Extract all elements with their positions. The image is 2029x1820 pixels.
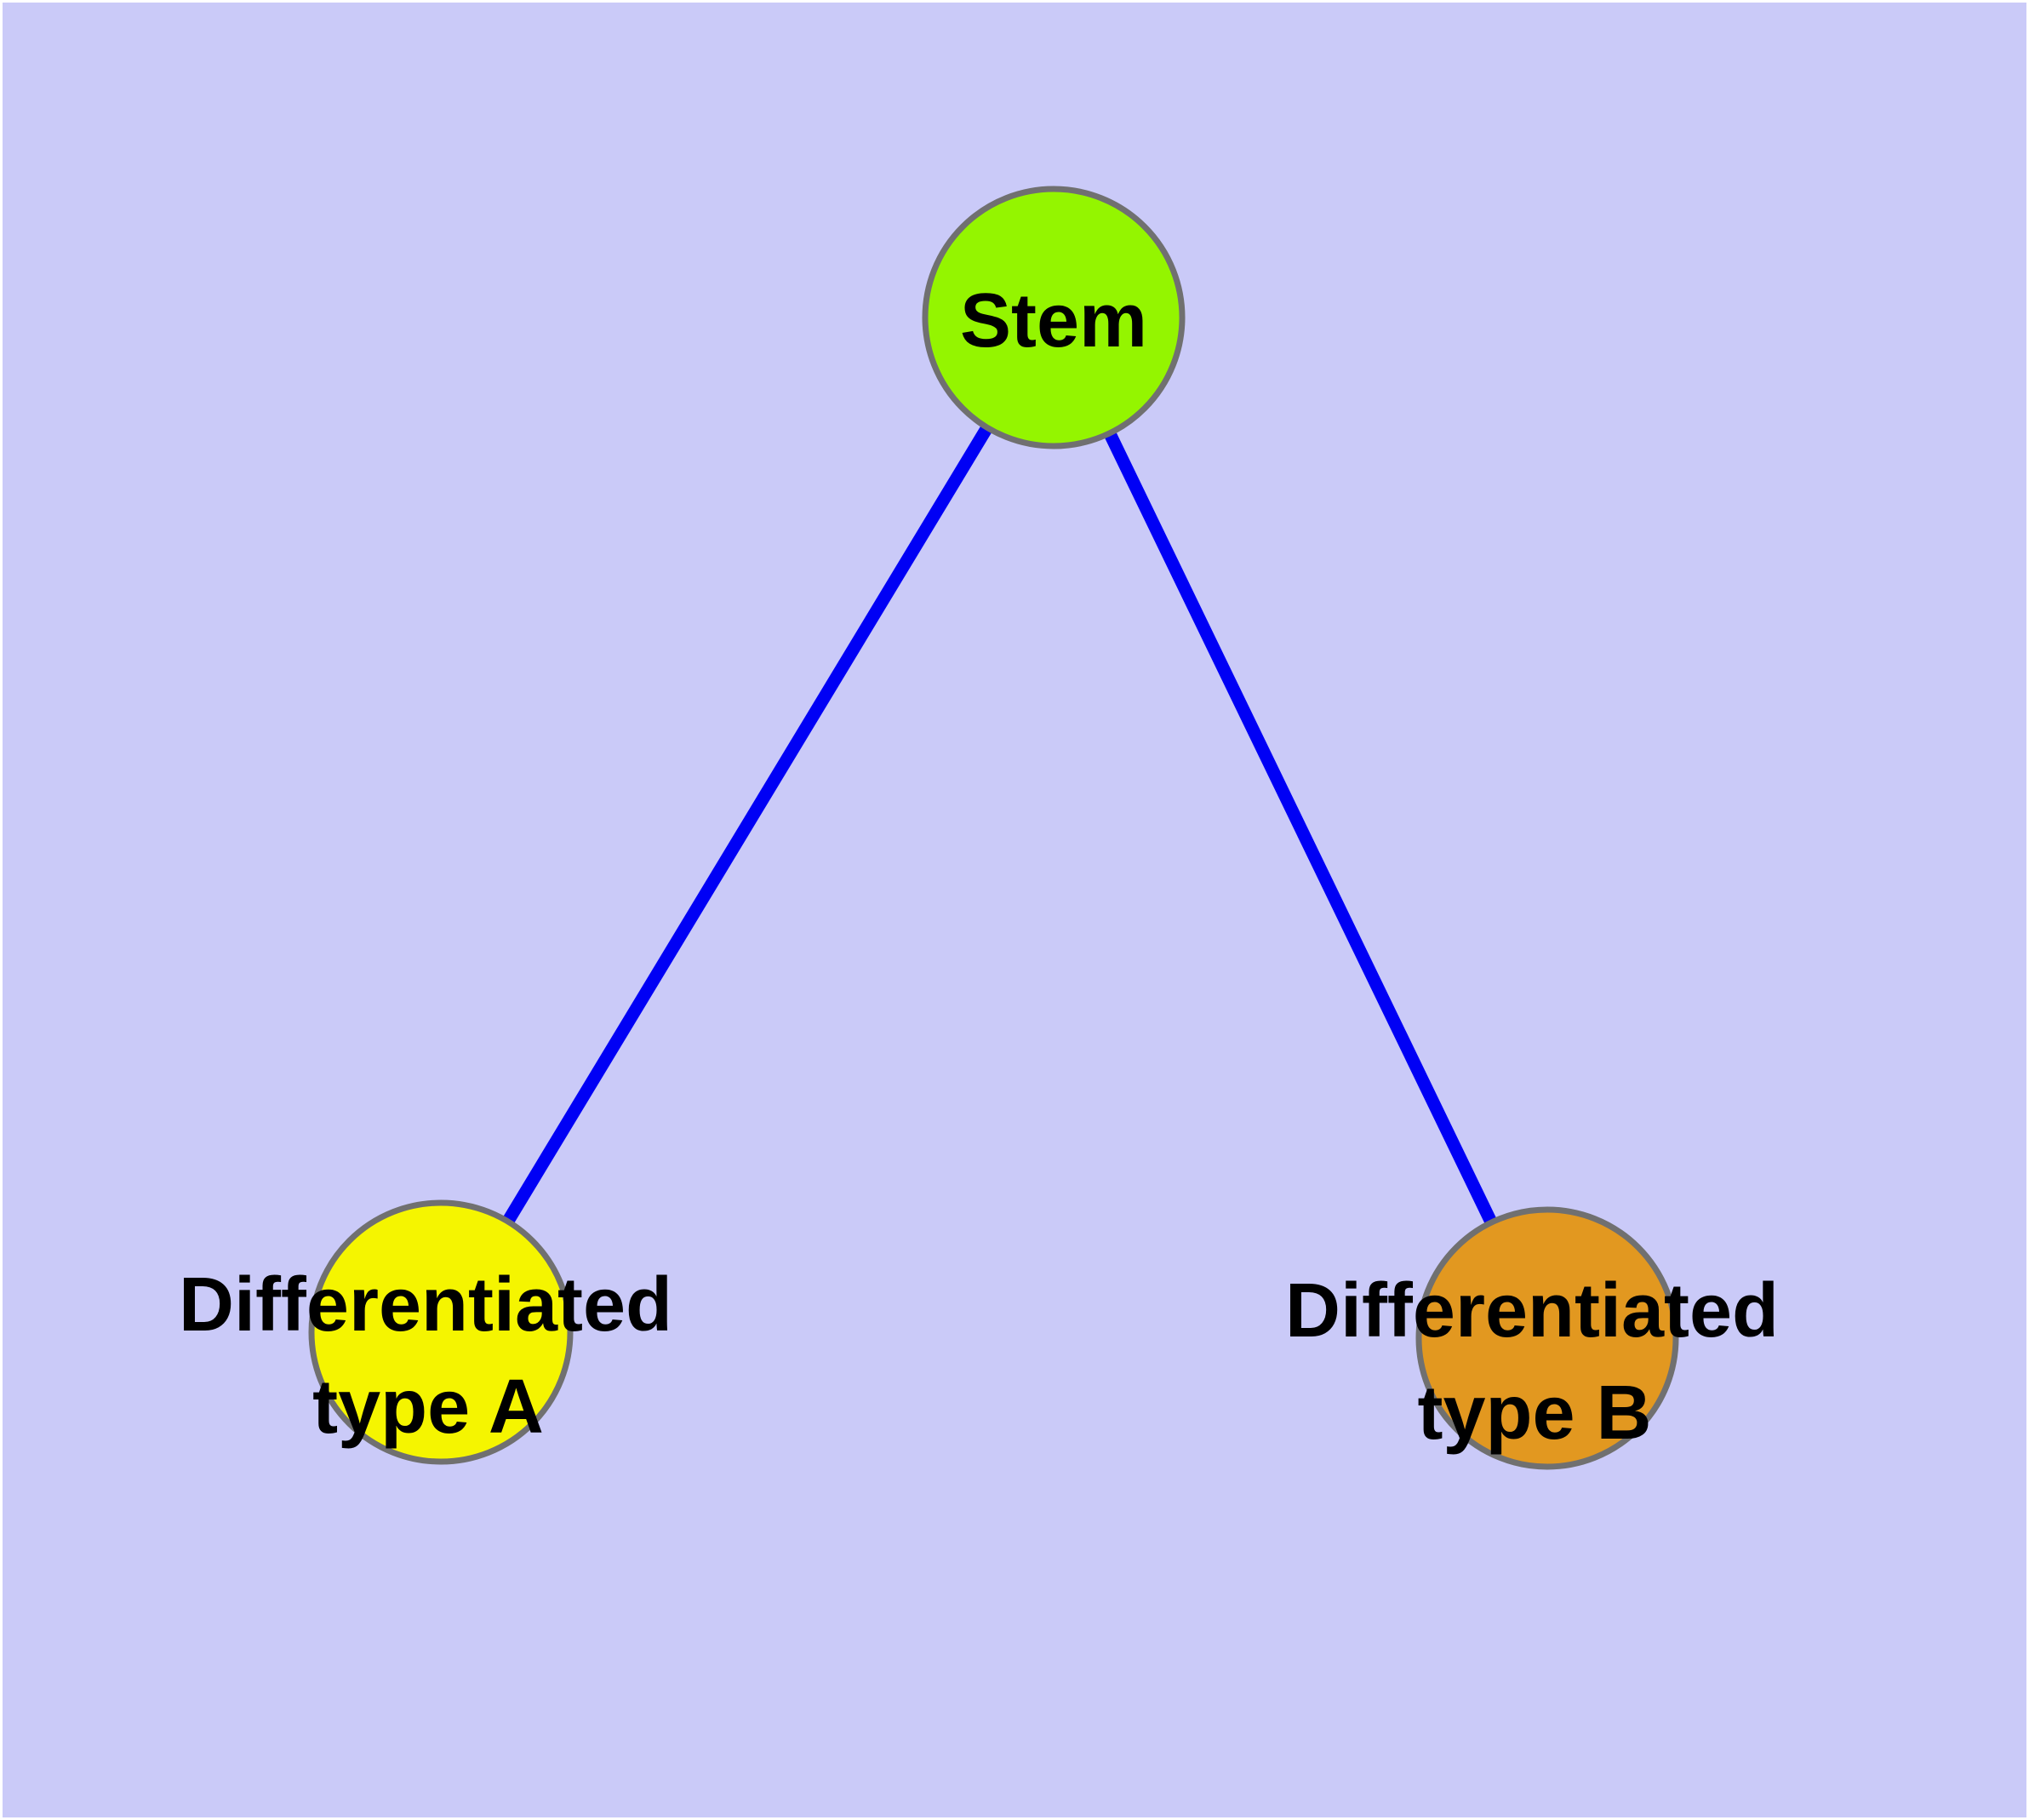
type-a-node-label-line2: type A — [312, 1365, 544, 1450]
edge-stem-to-type-a — [435, 314, 1060, 1336]
type-a-node-label-line1: Differentiated — [179, 1262, 672, 1348]
stem-node — [922, 186, 1186, 449]
type-b-node-label-line2: type B — [1417, 1371, 1651, 1456]
type-b-node — [1415, 1206, 1679, 1470]
stem-node-label: Stem — [960, 278, 1147, 363]
type-a-node — [308, 1199, 574, 1465]
type-b-node-label-line1: Differentiated — [1285, 1268, 1779, 1354]
edge-stem-to-type-b — [1048, 314, 1553, 1342]
